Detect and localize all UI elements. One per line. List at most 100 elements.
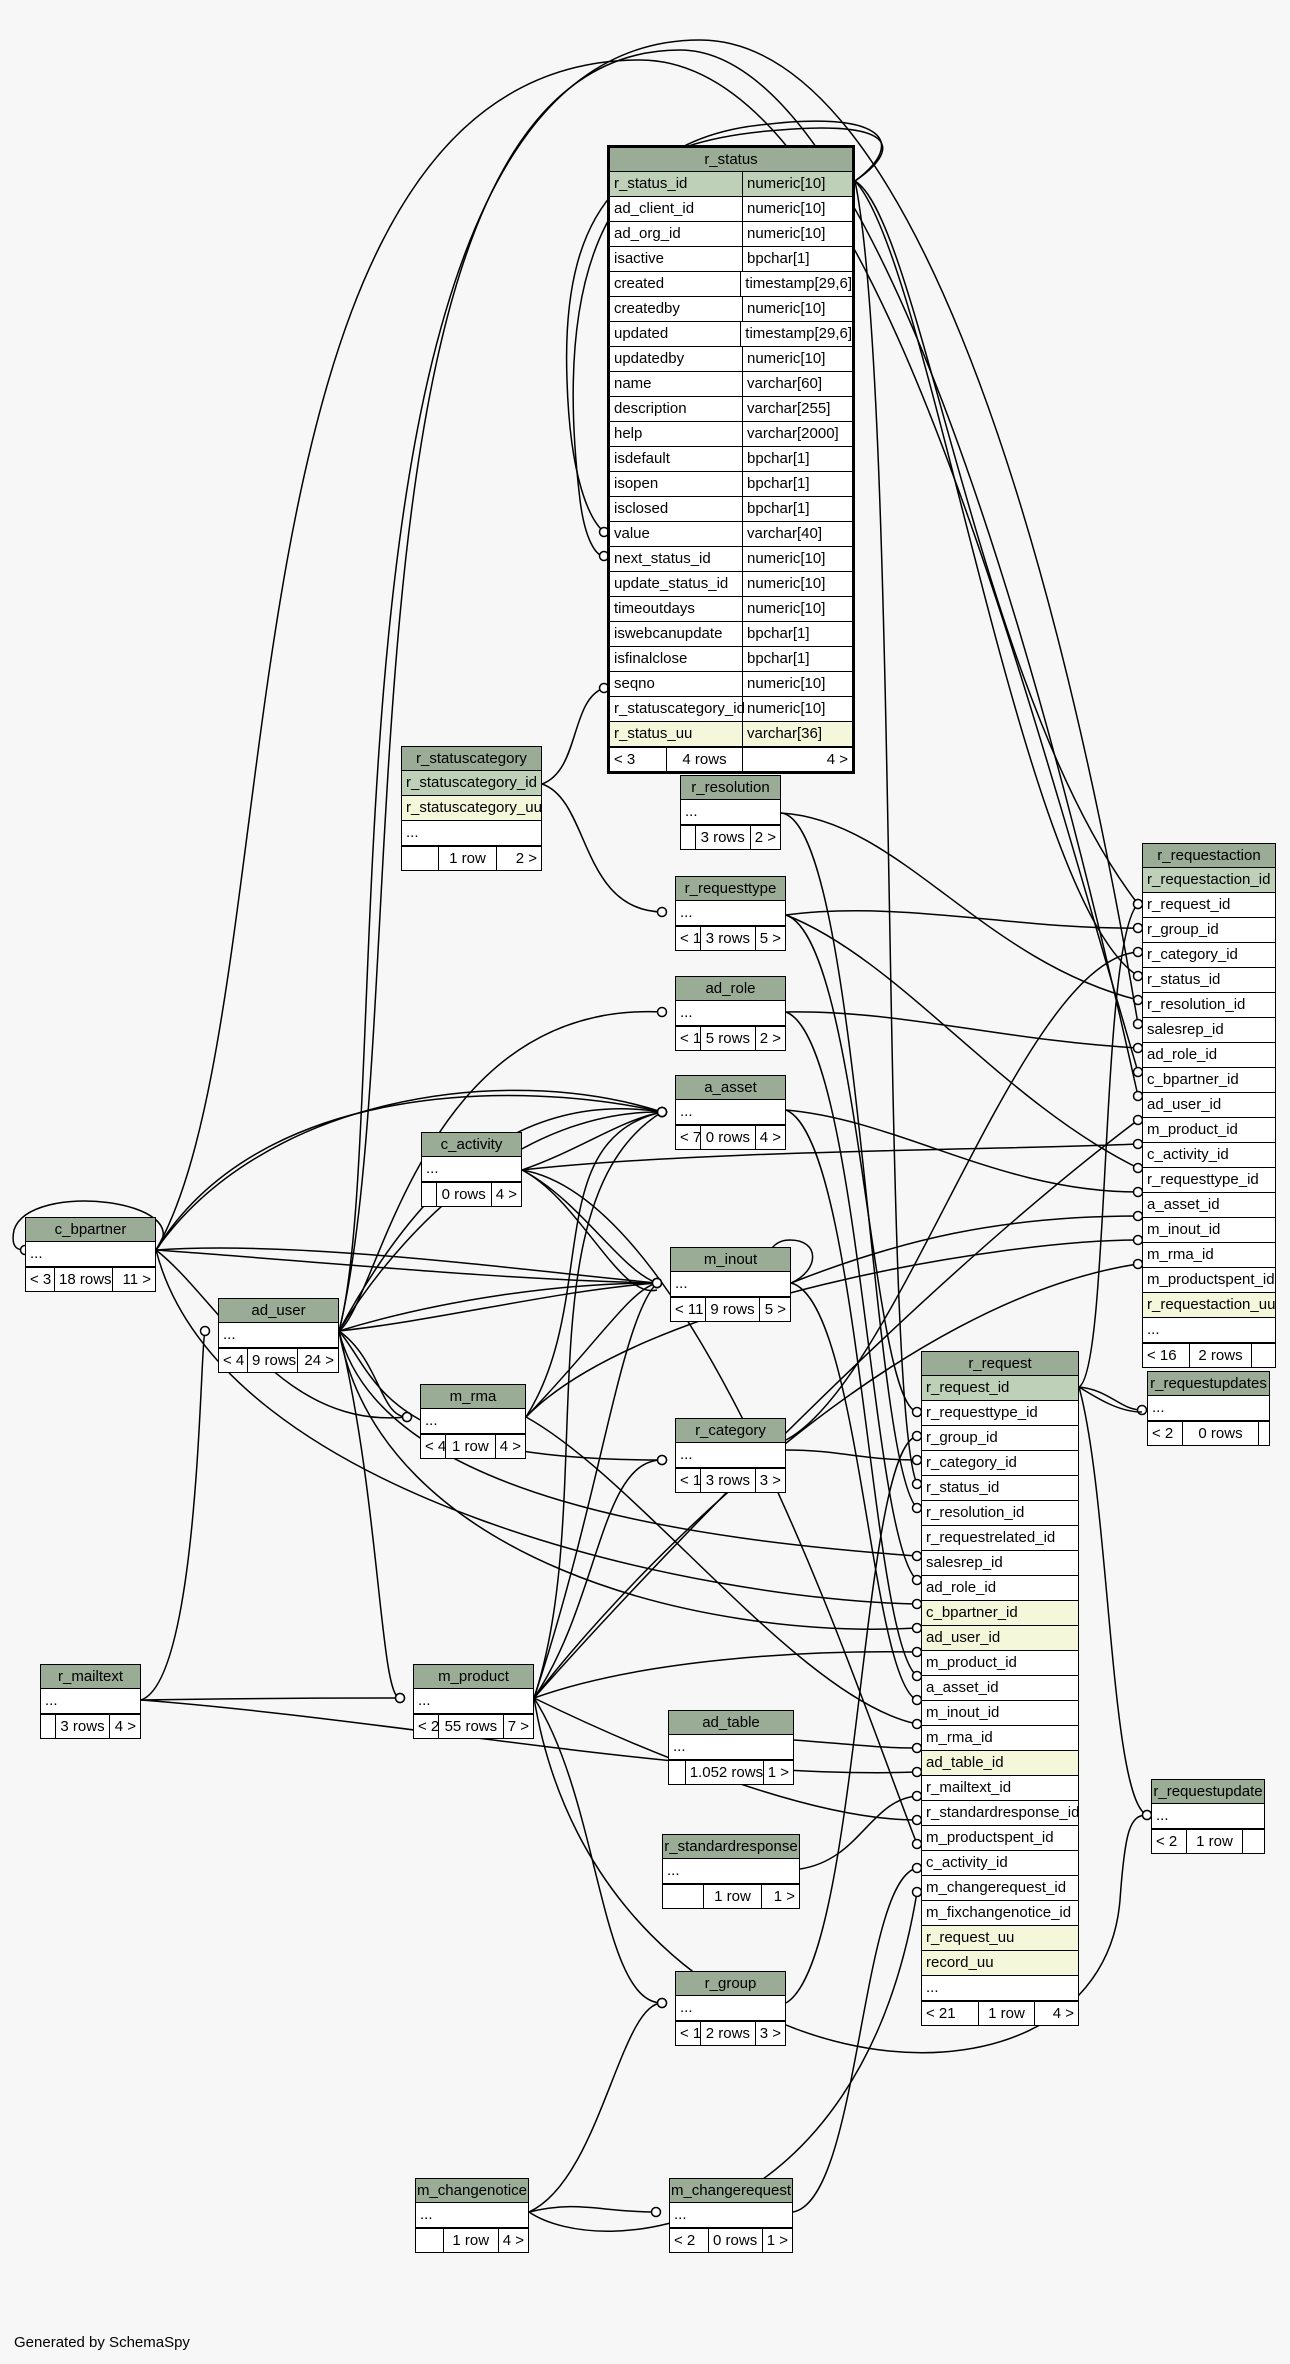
column-row-r-requesttype-id[interactable]: r_requesttype_id [922,1401,1078,1426]
children-count[interactable]: 2 > [496,847,541,870]
parents-count[interactable] [41,1715,55,1738]
children-count[interactable]: 3 > [754,1469,785,1492]
more-columns[interactable]: ... [676,1443,785,1468]
parents-count[interactable]: < 3 [30,1271,52,1288]
children-count[interactable]: 5 > [754,927,785,950]
column-row-m-productspent-id[interactable]: m_productspent_id [1143,1268,1275,1293]
children-count[interactable]: 4 > [497,2229,528,2252]
more-columns[interactable]: ... [422,1157,521,1182]
column-row-m-fixchangenotice-id[interactable]: m_fixchangenotice_id [922,1901,1078,1926]
children-count[interactable]: 4 > [1034,2002,1078,2025]
parents-count[interactable] [416,2229,443,2252]
parents-count[interactable]: < 21 [926,2005,956,2022]
children-count[interactable]: 4 > [494,1435,525,1458]
parents-count[interactable] [669,1761,685,1784]
column-row-r-requesttype-id[interactable]: r_requesttype_id [1143,1168,1275,1193]
column-row-salesrep-id[interactable]: salesrep_id [922,1551,1078,1576]
column-row-m-rma-id[interactable]: m_rma_id [922,1726,1078,1751]
children-count[interactable]: 4 > [490,1183,521,1206]
column-row-c-bpartner-id[interactable]: c_bpartner_id [1143,1068,1275,1093]
more-columns[interactable]: ... [26,1242,155,1267]
children-count[interactable]: 7 > [502,1715,533,1738]
children-count[interactable]: 2 > [754,1027,785,1050]
parents-count[interactable]: < 16 [1147,1347,1177,1364]
column-row-r-requestrelated-id[interactable]: r_requestrelated_id [922,1526,1078,1551]
children-count[interactable]: 4 > [754,1126,785,1149]
column-row-ad-user-id[interactable]: ad_user_id [1143,1093,1275,1118]
parents-count[interactable] [422,1183,436,1206]
column-row-r-requestaction-id[interactable]: r_requestaction_id [1143,868,1275,893]
column-row-r-category-id[interactable]: r_category_id [1143,943,1275,968]
column-row-r-request-id[interactable]: r_request_id [1143,893,1275,918]
children-count[interactable] [1242,1830,1264,1853]
column-row-r-statuscategory-uu[interactable]: r_statuscategory_uu [402,796,542,821]
children-count[interactable]: 3 > [754,2022,785,2045]
more-columns[interactable]: ... [676,1100,785,1125]
column-row-r-group-id[interactable]: r_group_id [1143,918,1275,943]
parents-count[interactable]: < 2 [1152,1425,1174,1442]
column-row-r-status-id[interactable]: r_status_id [1143,968,1275,993]
children-count[interactable]: 2 > [749,826,780,849]
column-row-r-requestaction-uu[interactable]: r_requestaction_uu [1143,1293,1275,1318]
parents-count[interactable]: < 2 [418,1718,440,1735]
column-row-salesrep-id[interactable]: salesrep_id [1143,1018,1275,1043]
column-row-m-inout-id[interactable]: m_inout_id [1143,1218,1275,1243]
parents-count[interactable]: < 1 [680,1472,702,1489]
column-row-m-product-id[interactable]: m_product_id [922,1651,1078,1676]
more-columns[interactable]: ... [676,1996,785,2021]
parents-count[interactable]: < 2 [674,2232,696,2249]
children-count[interactable]: 4 > [742,748,852,771]
children-count[interactable]: 11 > [112,1268,155,1291]
column-row-r-resolution-id[interactable]: r_resolution_id [922,1501,1078,1526]
more-columns[interactable]: ... [219,1323,338,1348]
column-row-c-activity-id[interactable]: c_activity_id [1143,1143,1275,1168]
column-row-ad-role-id[interactable]: ad_role_id [922,1576,1078,1601]
parents-count[interactable]: < 3 [614,751,636,768]
children-count[interactable]: 1 > [761,1885,799,1908]
parents-count[interactable]: < 1 [680,2025,702,2042]
more-columns[interactable]: ... [669,1735,793,1760]
column-row-m-changerequest-id[interactable]: m_changerequest_id [922,1876,1078,1901]
more-columns[interactable]: ... [676,901,785,926]
children-count[interactable]: 1 > [762,1761,793,1784]
parents-count[interactable] [663,1885,703,1908]
column-row-a-asset-id[interactable]: a_asset_id [922,1676,1078,1701]
parents-count[interactable]: < 2 [1156,1833,1178,1850]
children-count[interactable]: 4 > [109,1715,140,1738]
children-count[interactable] [1251,1344,1275,1367]
children-count[interactable] [1258,1422,1269,1445]
more-columns[interactable]: ... [416,2203,528,2228]
column-row-a-asset-id[interactable]: a_asset_id [1143,1193,1275,1218]
children-count[interactable]: 24 > [297,1349,338,1372]
column-row-r-mailtext-id[interactable]: r_mailtext_id [922,1776,1078,1801]
column-row-r-group-id[interactable]: r_group_id [922,1426,1078,1451]
column-row-record-uu[interactable]: record_uu [922,1951,1078,1976]
